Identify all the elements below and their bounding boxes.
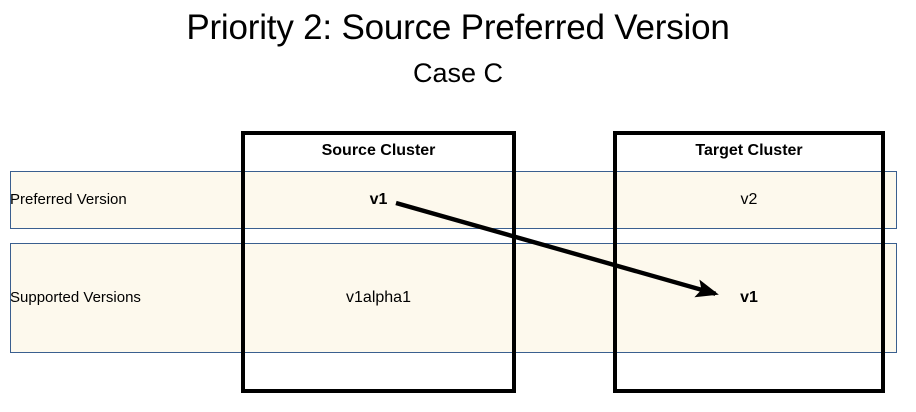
- source-cluster-box: [241, 131, 516, 393]
- page-subtitle: Case C: [412, 58, 504, 88]
- cell-source-supported-versions: v1alpha1: [346, 289, 411, 306]
- target-cluster-header: Target Cluster: [695, 142, 803, 159]
- target-cluster-box: [613, 131, 885, 393]
- page-title: Priority 2: Source Preferred Version: [186, 8, 730, 47]
- cell-target-preferred-version: v2: [740, 191, 758, 208]
- source-cluster-header: Source Cluster: [321, 142, 436, 159]
- cell-source-preferred-version: v1: [369, 191, 388, 208]
- row-label-preferred-version: Preferred Version: [10, 191, 127, 208]
- row-label-supported-versions: Supported Versions: [10, 289, 141, 306]
- cell-target-supported-versions: v1: [740, 289, 758, 306]
